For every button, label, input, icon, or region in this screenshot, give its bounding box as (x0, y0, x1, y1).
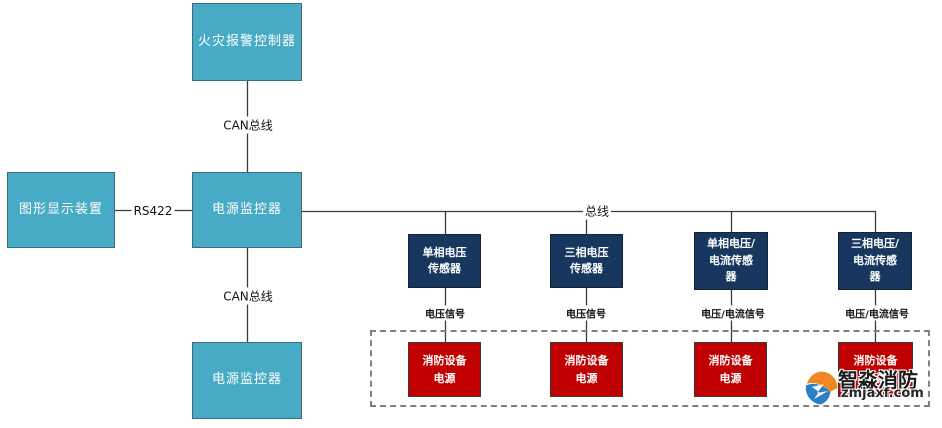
label-voltage-signal-1: 电压信号 (423, 305, 467, 321)
node-sensor-three-phase-voltage-current: 三相电压/ 电流传感 器 (838, 232, 912, 290)
label-rs422: RS422 (131, 204, 175, 218)
node-power-monitor-secondary: 电源监控器 (192, 342, 302, 419)
watermark: 智淼消防 zmjaxf.com (804, 364, 939, 408)
watermark-domain-text: zmjaxf.com (841, 386, 924, 401)
label-voltage-signal-2: 电压信号 (564, 305, 608, 321)
node-fire-equipment-power-3: 消防设备 电源 (694, 342, 767, 397)
node-fire-equipment-power-2: 消防设备 电源 (550, 342, 623, 397)
label-can-bus-top: CAN总线 (221, 116, 275, 134)
label-voltage-current-signal-4: 电压/电流信号 (843, 305, 911, 321)
node-sensor-single-phase-voltage: 单相电压 传感器 (408, 234, 481, 288)
node-fire-equipment-power-1: 消防设备 电源 (408, 342, 481, 397)
brand-logo-icon (804, 371, 838, 405)
label-can-bus-bottom: CAN总线 (221, 287, 275, 305)
node-graphic-display-device: 图形显示装置 (7, 172, 115, 248)
node-sensor-three-phase-voltage: 三相电压 传感器 (550, 234, 623, 288)
label-bus: 总线 (582, 202, 612, 220)
watermark-brand-text: 智淼消防 (838, 368, 918, 392)
node-power-monitor-main: 电源监控器 (192, 172, 302, 248)
wire-bus (302, 210, 877, 232)
label-voltage-current-signal-3: 电压/电流信号 (699, 305, 767, 321)
node-fire-equipment-power-4: 消防设备 电源 (838, 342, 913, 397)
node-sensor-single-phase-voltage-current: 单相电压/ 电流传感 器 (694, 232, 768, 290)
fire-equipment-power-enclosure (370, 330, 930, 407)
node-fire-alarm-controller: 火灾报警控制器 (192, 3, 302, 81)
